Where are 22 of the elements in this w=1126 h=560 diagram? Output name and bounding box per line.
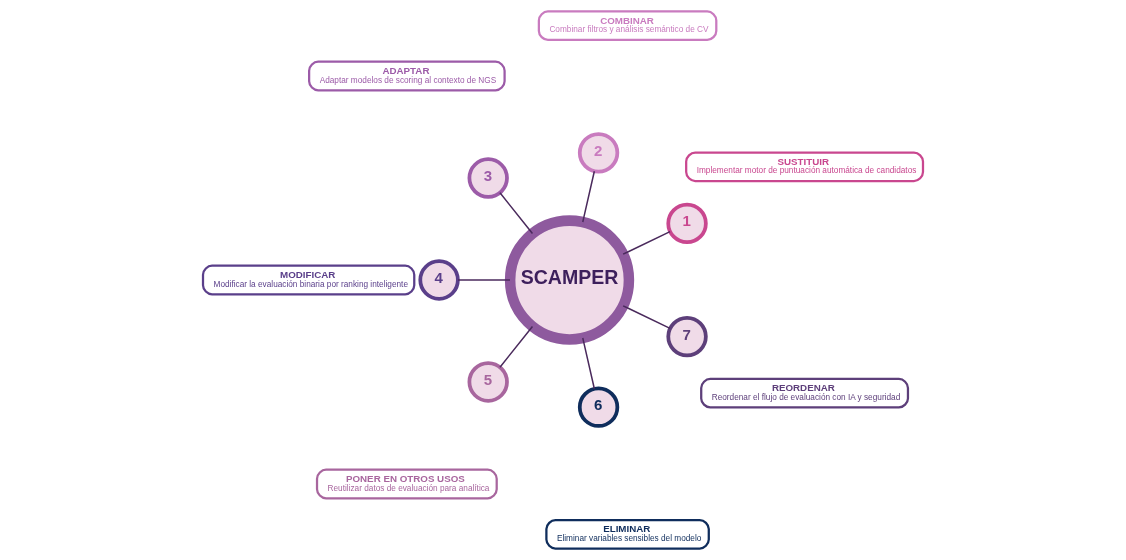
node-box: SUSTITUIR Implementar motor de puntuación automática de candidatos xyxy=(685,151,925,183)
connector xyxy=(499,192,534,235)
node-box: MODIFICAR Modificar la evaluación binaria por ranking inteligente xyxy=(201,264,416,296)
node-box: COMBINAR Combinar filtros y análisis semántico de CV xyxy=(537,10,718,42)
connector xyxy=(582,337,596,390)
node-box: ELIMINAR Eliminar variables sensibles del modelo xyxy=(545,518,710,550)
connector xyxy=(499,325,534,368)
node-circle: 5 xyxy=(467,361,509,403)
node-circle: 6 xyxy=(577,386,620,428)
node-circle: 4 xyxy=(418,259,460,301)
node-circle: 3 xyxy=(467,157,509,199)
node-box: PONER EN OTROS USOS Reutilizar datos de evaluación para analítica xyxy=(315,468,498,500)
node-box: REORDENAR Reordenar el flujo de evaluación con IA y seguridad xyxy=(700,377,910,409)
node-circle: 1 xyxy=(666,202,708,245)
node-circle: 2 xyxy=(577,132,620,174)
connector xyxy=(622,230,671,255)
connector xyxy=(582,170,596,223)
node-box: ADAPTAR Adaptar modelos de scoring al contexto de NGS xyxy=(308,60,506,92)
connector xyxy=(457,279,511,281)
node-circle: 7 xyxy=(666,315,708,358)
node-circle: SCAMPER xyxy=(504,215,635,345)
connector xyxy=(622,305,671,330)
